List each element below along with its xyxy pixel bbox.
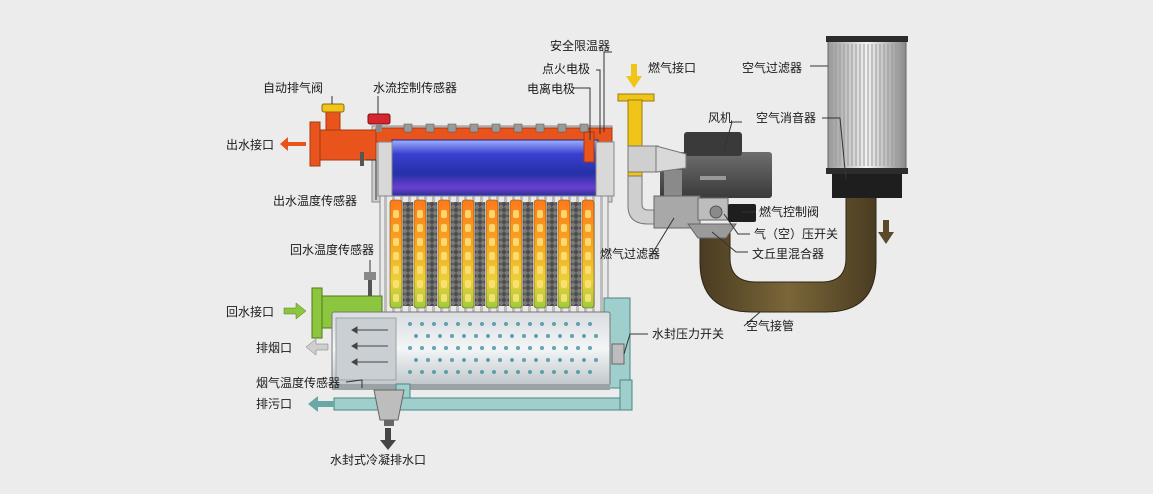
label-drain-outlet: 排污口 xyxy=(256,397,292,411)
labels: 自动排气阀 水流控制传感器 安全限温器 点火电极 电离电极 燃气接口 空气过滤器… xyxy=(226,38,838,467)
label-water-flow-sensor: 水流控制传感器 xyxy=(373,80,457,95)
tube-column xyxy=(437,199,461,309)
tube-column xyxy=(533,199,557,309)
label-air-pressure-switch: 气（空）压开关 xyxy=(754,226,838,241)
label-water-outlet: 出水接口 xyxy=(226,137,274,152)
label-fan: 风机 xyxy=(708,111,732,125)
air-filter xyxy=(826,36,908,198)
flue-outlet-arrow xyxy=(305,338,329,356)
tube-column xyxy=(389,199,413,309)
label-venturi-mixer: 文丘里混合器 xyxy=(752,246,824,261)
label-gas-filter: 燃气过滤器 xyxy=(600,246,660,261)
tube-column xyxy=(581,199,595,309)
label-ignition-electrode: 点火电极 xyxy=(542,62,590,76)
gas-valve-block xyxy=(653,195,756,239)
label-water-seal-pressure-switch: 水封压力开关 xyxy=(652,327,724,341)
tube-column xyxy=(557,199,581,309)
tube-column xyxy=(485,199,509,309)
label-air-filter: 空气过滤器 xyxy=(742,60,802,75)
burner xyxy=(391,139,599,197)
leader-lines xyxy=(331,51,847,388)
header-studs xyxy=(403,123,589,133)
label-return-temp-sensor: 回水温度传感器 xyxy=(290,242,374,257)
air-duct xyxy=(699,195,877,313)
label-safety-limit-thermostat: 安全限温器 xyxy=(550,38,610,53)
label-outlet-temp-sensor: 出水温度传感器 xyxy=(273,193,357,208)
label-gas-inlet: 燃气接口 xyxy=(648,60,696,75)
label-flue-outlet: 排烟口 xyxy=(256,341,292,355)
return-inlet-arrow xyxy=(283,302,307,320)
drain-outlet-arrow xyxy=(308,396,334,412)
water-outlet-arrow xyxy=(280,137,306,151)
gas-line xyxy=(617,93,687,225)
water-outlet-pipe xyxy=(309,103,391,167)
label-return-inlet: 回水接口 xyxy=(226,304,274,319)
label-gas-control-valve: 燃气控制阀 xyxy=(759,204,819,219)
label-flue-temp-sensor: 烟气温度传感器 xyxy=(256,375,340,390)
label-condensate-drain: 水封式冷凝排水口 xyxy=(330,452,426,467)
label-air-duct: 空气接管 xyxy=(746,318,794,333)
gas-inlet-arrow xyxy=(626,64,642,88)
condenser xyxy=(331,297,631,390)
tube-column xyxy=(509,199,533,309)
label-air-silencer: 空气消音器 xyxy=(756,110,816,125)
heat-exchanger-tubes xyxy=(389,199,595,309)
tube-column xyxy=(461,199,485,309)
label-auto-vent-valve: 自动排气阀 xyxy=(263,80,323,95)
duct-down-arrow xyxy=(878,220,894,244)
condensate-arrow xyxy=(380,428,396,450)
label-ionization-electrode: 电离电极 xyxy=(527,81,575,96)
tube-column xyxy=(413,199,437,309)
